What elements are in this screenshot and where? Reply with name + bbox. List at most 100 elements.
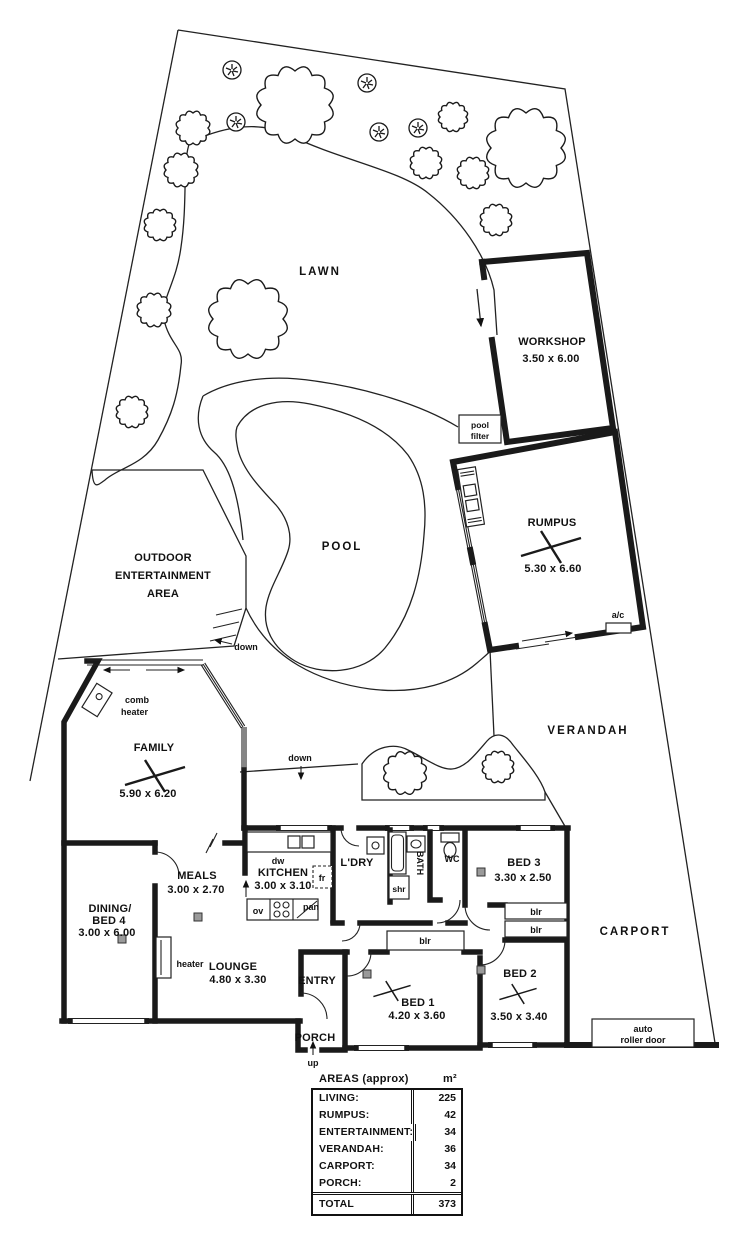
- pool-label: POOL: [322, 541, 363, 553]
- bush-icon: [209, 280, 288, 359]
- areas-table-body: LIVING: 225 RUMPUS: 42 ENTERTAINMENT: 34…: [311, 1088, 463, 1216]
- tree-icon: [369, 122, 389, 142]
- laundry-label: L'DRY: [340, 857, 374, 869]
- bush-icon: [163, 152, 199, 188]
- rumpus: a/c RUMPUS 5.30 x 6.60: [449, 428, 647, 654]
- wc-label: WC: [445, 854, 460, 864]
- pool: POOL: [235, 401, 426, 672]
- bush-icon: [136, 292, 172, 328]
- oea-outline: [57, 469, 247, 660]
- cooktop: [273, 901, 290, 918]
- bathtub-inner: [390, 834, 405, 872]
- family-sliding-door: [87, 659, 203, 666]
- porch-walls: [295, 949, 348, 1053]
- verandah: VERANDAH down: [288, 725, 628, 801]
- family-dims: 5.90 x 6.20: [119, 788, 176, 800]
- house-top-windows: [276, 824, 555, 832]
- shower: [388, 875, 410, 900]
- dining-label1: DINING/: [89, 903, 132, 915]
- ac-unit: [605, 622, 632, 634]
- svg-text:blr: blr: [530, 925, 542, 935]
- rumpus-windows: [456, 489, 488, 623]
- carport-label: CARPORT: [600, 926, 671, 938]
- entry-door: [300, 992, 328, 1020]
- rumpus-door-arrow: [521, 630, 574, 642]
- bath-label: BATH: [415, 851, 425, 875]
- lawn-top-edge: [189, 126, 498, 336]
- areas-title: AREAS (approx): [319, 1073, 409, 1085]
- oea-down-arrow: [213, 638, 233, 645]
- table-total-row: TOTAL 373: [313, 1192, 461, 1214]
- workshop-entry-arrow: [476, 288, 485, 328]
- dishwasher-label: dw: [272, 856, 285, 866]
- bush-icon: [487, 109, 566, 188]
- roller-door-box: [591, 1018, 695, 1048]
- porch-up-label: up: [308, 1058, 319, 1068]
- carport: CARPORT auto roller door: [564, 926, 719, 1048]
- bush-icon: [382, 750, 428, 796]
- bush-icon: [479, 203, 513, 237]
- lounge-label: LOUNGE: [209, 961, 257, 973]
- verandah-garden-bed: [361, 734, 546, 801]
- family-walls: [61, 658, 247, 1024]
- pool-filter: pool filter: [458, 414, 502, 444]
- family-windows: [200, 662, 247, 770]
- boundary-left: [29, 29, 179, 782]
- site-boundary: [29, 29, 716, 1044]
- pool-outline: [235, 401, 426, 672]
- fridge-label: fr: [319, 873, 326, 883]
- verandah-label: VERANDAH: [547, 725, 628, 737]
- detector-icon: [476, 867, 486, 877]
- comb-heater-label2: heater: [121, 707, 149, 717]
- rumpus-label: RUMPUS: [528, 517, 577, 529]
- lawn-left-edge: [91, 141, 191, 486]
- workshop-walls: [478, 249, 617, 446]
- wall-break-symbol: [205, 832, 218, 854]
- steps-line: [239, 763, 359, 773]
- oven-label: ov: [253, 906, 264, 916]
- family-room: comb heater FAMILY 5.90 x 6.20: [61, 658, 247, 1024]
- rumpus-dims: 5.30 x 6.60: [524, 563, 581, 575]
- hall-walls: [330, 902, 508, 926]
- detector-icon: [117, 934, 127, 944]
- tree-icon: [226, 112, 246, 132]
- boundary-top-right: [177, 29, 716, 1044]
- robe-bed3: [504, 902, 568, 920]
- detector-icon: [193, 912, 203, 922]
- table-row: LIVING: 225: [313, 1090, 461, 1107]
- bush-icon: [409, 146, 443, 180]
- vanity: [406, 835, 426, 853]
- bush-icon: [175, 110, 211, 146]
- bush-icon: [481, 750, 515, 784]
- entry-label: ENTRY: [298, 975, 336, 987]
- heater-label: heater: [176, 959, 204, 969]
- laundry-trough: [366, 836, 385, 855]
- outdoor-entertainment-area: down OUTDOOR ENTERTAINMENT AREA: [57, 469, 258, 660]
- areas-unit: m²: [442, 1073, 457, 1085]
- verandah-carport-line: [544, 791, 567, 829]
- pool-surround-left: [197, 395, 244, 541]
- oea-label-3: AREA: [147, 588, 179, 600]
- robe-bed2: [504, 920, 568, 938]
- lounge-dims: 4.80 x 3.30: [209, 974, 266, 986]
- bed2-door: [479, 939, 506, 966]
- porch-label: PORCH: [295, 1032, 336, 1044]
- bed3-label: BED 3: [507, 857, 540, 869]
- lawn-label: LAWN: [299, 266, 341, 278]
- kitchen-label: KITCHEN: [258, 867, 308, 879]
- pool-filter-box: [458, 414, 502, 444]
- workshop-dims: 3.50 x 6.00: [522, 353, 579, 365]
- rumpus-kitchenette: [456, 466, 486, 528]
- pool-surround-bottom: [245, 607, 492, 692]
- kitchen-dims: 3.00 x 3.10: [254, 880, 311, 892]
- meals-label: MEALS: [177, 870, 217, 882]
- areas-table-header: AREAS (approx) m²: [311, 1073, 463, 1088]
- comb-heater-label1: comb: [125, 695, 150, 705]
- ceiling-fan-icon: [519, 529, 583, 565]
- detector-icon: [476, 965, 486, 975]
- bed3-dims: 3.30 x 2.50: [494, 872, 551, 884]
- bed1-window: [354, 1044, 409, 1052]
- fridge: [312, 865, 333, 889]
- sink-bowl: [287, 835, 301, 849]
